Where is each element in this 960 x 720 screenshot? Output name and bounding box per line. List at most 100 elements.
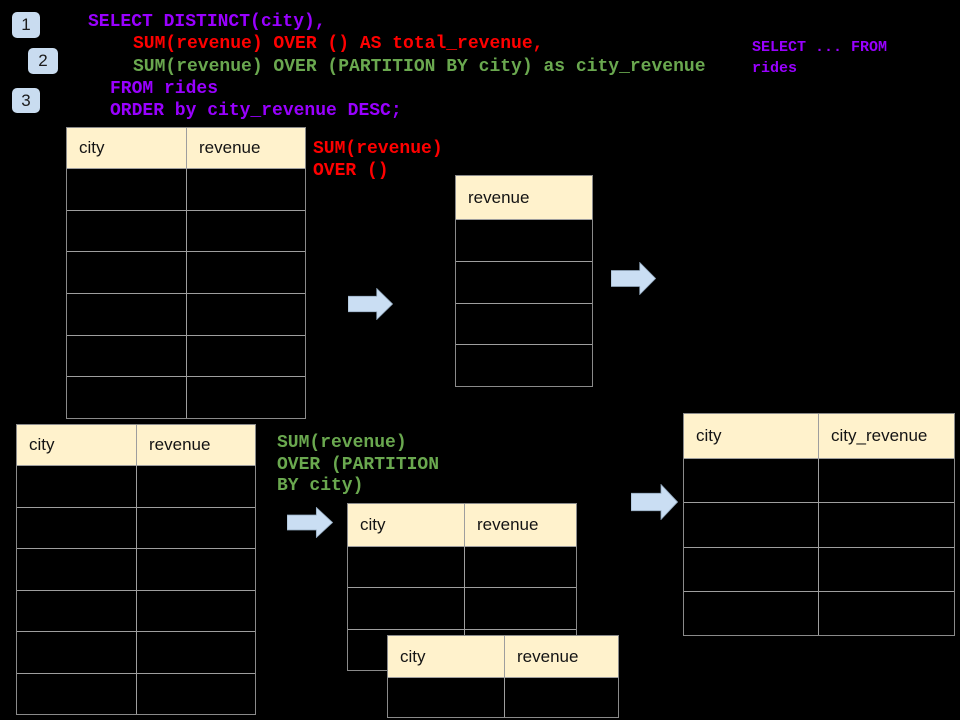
arrow-to-result-table-icon xyxy=(631,484,678,520)
body-cell xyxy=(186,251,305,293)
body-cell xyxy=(456,344,592,386)
sql-code-line: SELECT DISTINCT(city), xyxy=(88,12,326,32)
body-cell xyxy=(684,590,818,635)
table-row xyxy=(684,590,954,635)
table-row xyxy=(348,546,576,588)
body-cell xyxy=(818,590,954,635)
body-cell xyxy=(186,292,305,335)
table-row xyxy=(17,548,255,590)
body-cell xyxy=(136,631,255,673)
table-row xyxy=(684,458,954,503)
arrow-to-partition-table-icon xyxy=(287,507,333,538)
sql-code-line: ORDER by city_revenue DESC; xyxy=(110,101,402,122)
step-badge-2: 2 xyxy=(28,48,58,74)
header-cell-revenue: revenue xyxy=(136,425,255,465)
body-cell xyxy=(388,677,504,717)
body-cell xyxy=(684,458,818,503)
table-row xyxy=(17,465,255,507)
body-cell xyxy=(67,334,186,377)
body-cell xyxy=(17,631,136,673)
body-cell xyxy=(186,168,305,210)
sum-over-partition-annotation-line: BY city) xyxy=(277,476,364,497)
sum-over-partition-annotation-line: SUM(revenue) xyxy=(277,433,407,453)
table-row xyxy=(17,672,255,714)
body-cell xyxy=(186,334,305,377)
step-badge-1: 1 xyxy=(12,12,40,38)
header-cell-city: city xyxy=(388,636,504,677)
body-cell xyxy=(348,587,464,629)
table-row xyxy=(17,506,255,548)
sql-code-line: SUM(revenue) OVER () AS total_revenue, xyxy=(133,34,544,55)
table-row xyxy=(67,376,305,418)
body-cell xyxy=(67,209,186,252)
body-cell xyxy=(67,292,186,335)
body-cell xyxy=(17,672,136,714)
arrow-from-total-revenue-icon xyxy=(611,262,656,295)
body-cell xyxy=(456,219,592,261)
body-cell xyxy=(684,502,818,547)
sql-code-line: SUM(revenue) OVER (PARTITION BY city) as… xyxy=(133,56,706,77)
sum-over-total-annotation: SUM(revenue)OVER () xyxy=(313,138,443,182)
table-row xyxy=(684,502,954,547)
header-cell-city: city xyxy=(67,128,186,168)
arrow-to-total-revenue-icon xyxy=(348,288,393,320)
body-cell xyxy=(818,546,954,591)
table-row xyxy=(456,219,592,261)
header-cell-revenue: revenue xyxy=(464,504,576,546)
table-row xyxy=(17,631,255,673)
table-row xyxy=(67,209,305,252)
select-from-rides-note: SELECT ... FROM rides xyxy=(752,37,887,79)
body-cell xyxy=(684,546,818,591)
table-row xyxy=(67,251,305,293)
sql-query-code: SELECT DISTINCT(city),SUM(revenue) OVER … xyxy=(88,11,706,122)
table-row xyxy=(67,292,305,335)
header-cell-city_revenue: city_revenue xyxy=(818,414,954,458)
table-row xyxy=(348,587,576,629)
body-cell xyxy=(456,260,592,303)
header-cell-revenue: revenue xyxy=(186,128,305,168)
body-cell xyxy=(67,168,186,210)
header-cell-city: city xyxy=(684,414,818,458)
step-badge-3: 3 xyxy=(12,88,40,113)
header-cell-revenue: revenue xyxy=(456,176,592,219)
table-row xyxy=(388,677,618,717)
body-cell xyxy=(456,302,592,345)
body-cell xyxy=(17,506,136,548)
body-cell xyxy=(186,376,305,418)
body-cell xyxy=(136,465,255,507)
total-revenue-table: revenue xyxy=(455,175,593,387)
table-row xyxy=(67,334,305,377)
table-row xyxy=(17,589,255,631)
body-cell xyxy=(67,376,186,418)
select-from-rides-note-line: rides xyxy=(752,60,798,77)
select-from-rides-note-line: SELECT ... FROM xyxy=(752,39,888,56)
body-cell xyxy=(186,209,305,252)
table-row xyxy=(456,302,592,345)
header-cell-revenue: revenue xyxy=(504,636,618,677)
body-cell xyxy=(348,546,464,588)
body-cell xyxy=(136,672,255,714)
body-cell xyxy=(17,465,136,507)
table-row xyxy=(67,168,305,210)
body-cell xyxy=(818,502,954,547)
sum-over-partition-annotation-line: OVER (PARTITION xyxy=(277,454,440,475)
sql-code-line: FROM rides xyxy=(110,78,219,99)
sum-over-total-annotation-line: SUM(revenue) xyxy=(313,139,443,159)
header-row: revenue xyxy=(456,176,592,219)
header-cell-city: city xyxy=(348,504,464,546)
body-cell xyxy=(504,677,618,717)
body-cell xyxy=(464,546,576,588)
table-row xyxy=(456,344,592,386)
body-cell xyxy=(136,548,255,590)
